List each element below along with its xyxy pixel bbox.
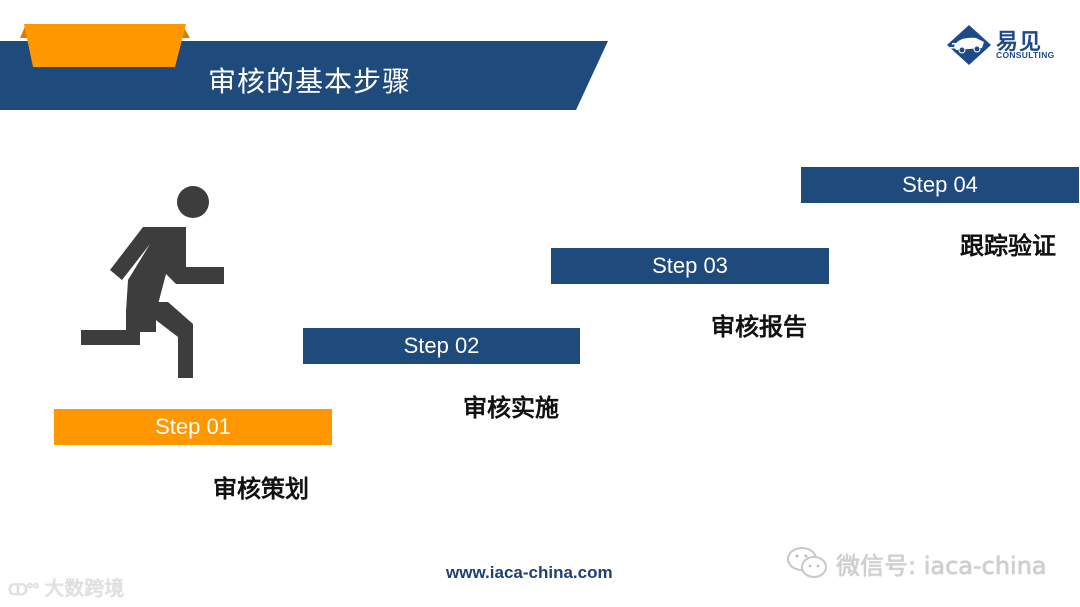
wechat-icon [787, 547, 827, 578]
watermark-text: 大数跨境 [44, 576, 125, 600]
page-title: 审核的基本步骤 [208, 65, 412, 98]
wechat-id: 微信号: iaca-china [786, 545, 1047, 581]
watermark-logo-icon: ↀ°° [8, 580, 40, 599]
website-link[interactable]: www.iaca-china.com [446, 563, 613, 582]
wechat-text: 微信号: iaca-china [836, 551, 1047, 580]
step-01-title: 审核策划 [213, 475, 309, 503]
step-04-title: 跟踪验证 [960, 232, 1056, 260]
step-03-bar: Step 03 [551, 248, 829, 284]
step-04-bar: Step 04 [801, 167, 1079, 203]
title-banner [0, 24, 608, 110]
watermark: ↀ°° 大数跨境 [8, 572, 124, 601]
logo-name-cn: 易见 [996, 30, 1043, 55]
car-diamond-logo-icon [947, 25, 991, 65]
step-01-bar: Step 01 [54, 409, 332, 445]
running-man-icon [81, 186, 224, 378]
step-02-title: 审核实施 [463, 394, 559, 422]
step-03-title: 审核报告 [711, 313, 807, 341]
logo-name-en: CONSULTING [996, 50, 1055, 60]
step-02-bar: Step 02 [303, 328, 580, 364]
